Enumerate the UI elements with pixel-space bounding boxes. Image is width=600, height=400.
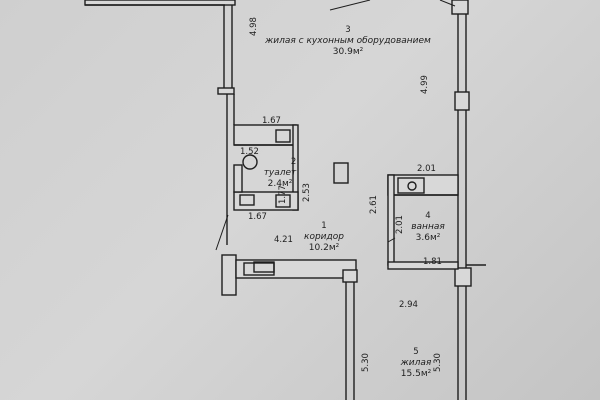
room-number: 4	[425, 211, 431, 221]
dimension-label: 5.30	[361, 353, 371, 372]
room-3-label: 3 жилая с кухонным оборудованием 30.9м²	[265, 26, 431, 57]
room-number: 1	[321, 221, 327, 231]
room-4-label: 4 ванная 3.6м²	[411, 212, 445, 243]
wall-bedroom-top	[235, 259, 357, 279]
dimension-label: 5.30	[433, 353, 443, 372]
dimension-label: 1.67	[262, 116, 281, 126]
dimension-label: 4.98	[249, 17, 259, 36]
room-name: жилая с кухонным оборудованием	[265, 35, 431, 46]
room-name: коридор	[304, 231, 344, 242]
room-area: 10.2м²	[308, 242, 340, 253]
room-name: туалет	[263, 167, 297, 178]
wall-top-left	[84, 0, 236, 6]
column-right-middle	[454, 91, 470, 111]
dimension-label: 2.94	[399, 300, 418, 310]
dimension-label: 4.99	[420, 75, 430, 94]
column-top-right	[451, 0, 469, 15]
washbasin-fixture	[239, 194, 255, 206]
room-name: жилая	[400, 357, 432, 368]
dimension-label: 1.77	[278, 185, 288, 204]
dimension-label: 2.01	[395, 215, 405, 234]
toilet-fixture	[242, 154, 258, 170]
dimension-label: 2.53	[302, 183, 312, 202]
wall-stub-left	[221, 254, 237, 296]
room-area: 2.4м²	[267, 178, 293, 189]
dimension-label: 2.01	[417, 164, 436, 174]
bath-wall-bottom	[387, 261, 459, 270]
room-name: ванная	[411, 221, 445, 232]
room-number: 5	[413, 347, 419, 357]
toilet-door-gap	[233, 164, 243, 193]
dimension-label: 2.61	[369, 195, 379, 214]
ventilation-shaft	[333, 162, 349, 184]
room-number: 2	[290, 157, 297, 167]
wall-left-notch	[217, 87, 235, 95]
room-area: 15.5м²	[400, 368, 432, 379]
bath-wall-left	[387, 174, 395, 266]
room-area: 3.6м²	[415, 232, 441, 243]
dimension-label: 4.21	[274, 235, 293, 245]
room-2-label: 2 туалет 2.4м²	[264, 158, 297, 189]
column-right-lower	[454, 267, 472, 287]
dimension-label: 1.81	[423, 257, 442, 267]
room-1-label: 1 коридор 10.2м²	[304, 222, 344, 253]
room-5-label: 5 жилая 15.5м²	[401, 348, 432, 379]
dimension-label: 1.52	[240, 147, 259, 157]
room-area: 30.9м²	[332, 46, 364, 57]
room-number: 3	[345, 25, 351, 35]
dimension-label: 1.67	[248, 212, 267, 222]
